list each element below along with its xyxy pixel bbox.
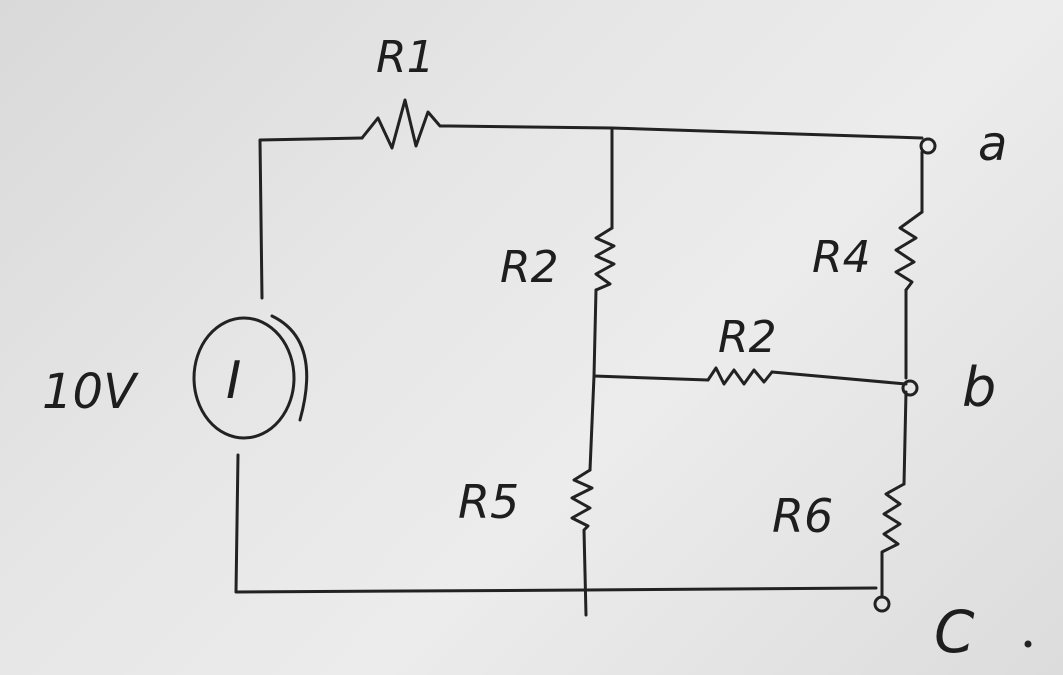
resistor-r5 <box>570 468 594 617</box>
voltage-source-outer-stroke <box>270 314 309 422</box>
terminal-c-icon <box>873 595 891 613</box>
wire-b-down <box>902 390 908 486</box>
resistor-r2-vertical <box>594 226 616 292</box>
label-terminal-c: C <box>934 598 975 666</box>
period-dot <box>1024 640 1032 648</box>
label-source-voltage: 10V <box>42 364 139 420</box>
voltage-source-circle <box>192 316 296 440</box>
wire-bottom <box>234 453 878 594</box>
terminal-b-icon <box>901 379 919 397</box>
label-r6: R6 <box>772 489 833 543</box>
label-terminal-a: a <box>978 116 1007 172</box>
terminal-a-icon <box>919 137 937 155</box>
label-terminal-b: b <box>962 356 996 419</box>
resistor-r4 <box>894 210 924 292</box>
label-source-symbol: I <box>226 351 241 411</box>
wire-middle-to-node <box>592 288 598 378</box>
wire-middle-horizontal <box>592 374 710 382</box>
resistor-r1 <box>360 98 452 150</box>
label-r4: R4 <box>812 232 871 283</box>
label-r2-vertical: R2 <box>500 242 559 293</box>
wire-to-node-b <box>770 370 908 386</box>
label-r1: R1 <box>376 32 435 83</box>
resistor-r2-horizontal <box>706 366 774 386</box>
wire-left-top <box>258 136 364 300</box>
label-r5: R5 <box>458 475 519 529</box>
resistor-r6 <box>880 482 906 598</box>
wire-middle-lower <box>588 374 596 472</box>
label-r2-horizontal: R2 <box>718 312 777 363</box>
wire-top <box>448 124 924 140</box>
